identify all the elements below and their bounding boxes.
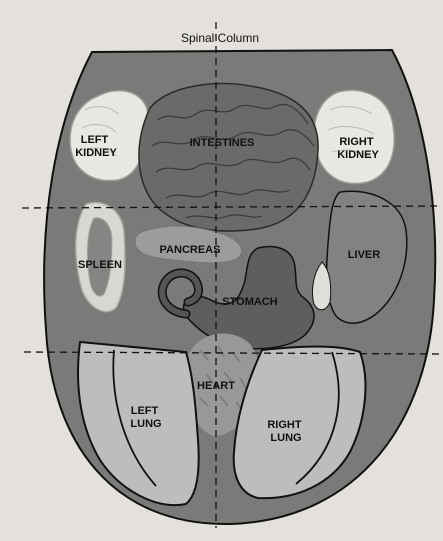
intestines [139, 84, 318, 232]
left-lung-label: LEFT LUNG [130, 405, 161, 430]
liver-label: LIVER [348, 249, 380, 261]
spinal-column-title: Spinal Column [181, 31, 259, 45]
spleen-label: SPLEEN [78, 259, 122, 271]
intestines-label: INTESTINES [190, 137, 255, 149]
pancreas-label: PANCREAS [160, 244, 221, 256]
left-kidney-label: LEFT KIDNEY [75, 134, 117, 159]
heart-label: HEART [197, 380, 235, 392]
stomach-label: STOMACH [222, 296, 277, 308]
right-lung-label: RIGHT LUNG [267, 419, 304, 444]
right-kidney-label: RIGHT KIDNEY [337, 136, 379, 161]
